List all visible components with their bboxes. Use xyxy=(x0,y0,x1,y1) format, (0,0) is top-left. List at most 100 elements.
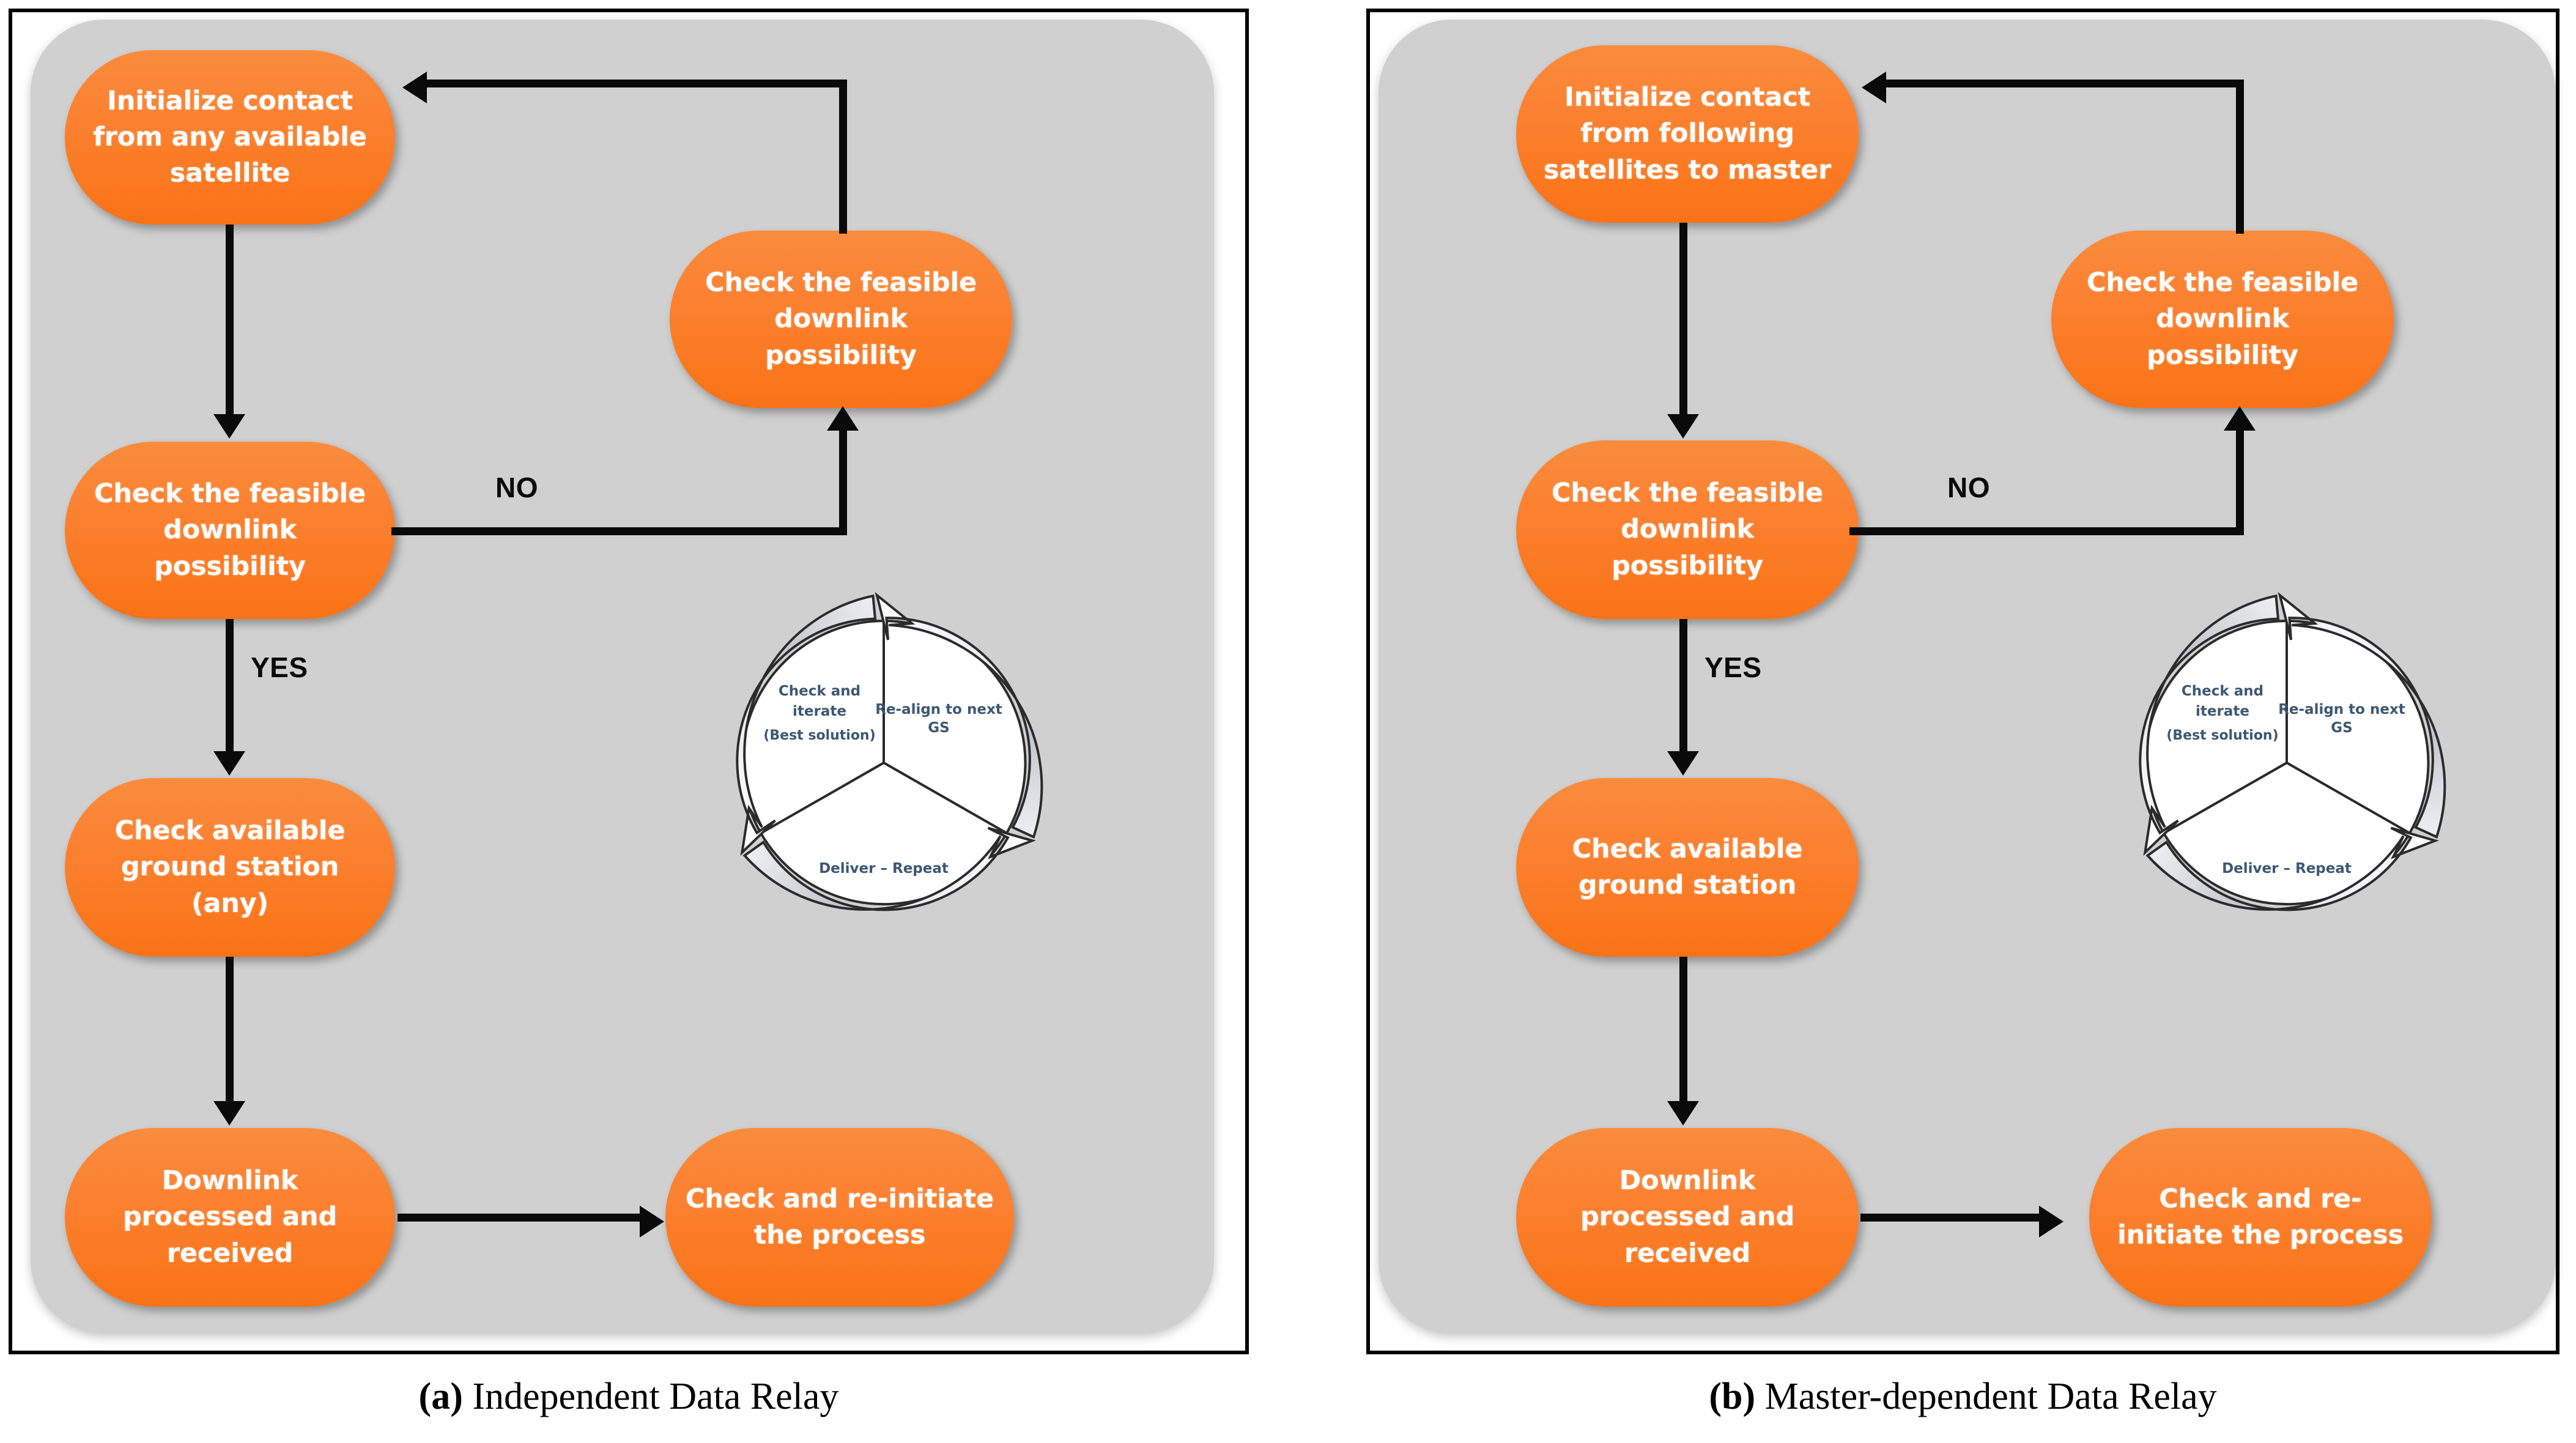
node-line: Check available xyxy=(1572,833,1803,864)
caption-b-text: Master-dependent Data Relay xyxy=(1755,1376,2217,1417)
arrowhead-down-init-check-b xyxy=(1667,414,1699,439)
caption-panel-a: (a) Independent Data Relay xyxy=(9,1375,1249,1419)
node-line: from any available xyxy=(93,121,367,152)
node-line: possibility xyxy=(1612,550,1763,581)
panel-a-canvas: Initialize contact from any available sa… xyxy=(31,20,1214,1334)
node-line: processed and xyxy=(122,1201,338,1233)
cycle-label-deliver-a: Deliver – Repeat xyxy=(819,861,949,877)
node-line: possibility xyxy=(2147,339,2298,371)
cycle-label-realign-b2: GS xyxy=(2331,720,2352,736)
node-line: Downlink xyxy=(161,1165,298,1196)
node-line: ground station xyxy=(120,851,339,883)
node-line: Check and re- xyxy=(2159,1183,2362,1214)
cycle-label-iterate-a1: Check and xyxy=(779,683,861,699)
connector-no-vertical-b xyxy=(2236,429,2244,531)
node-line: possibility xyxy=(765,339,917,371)
node-line: Check and re-initiate xyxy=(686,1183,994,1214)
connector-no-horizontal-a xyxy=(391,527,847,535)
node-initialize-contact-a[interactable]: Initialize contact from any available sa… xyxy=(65,50,395,224)
connector-downlink-to-reinit-b xyxy=(1860,1214,2041,1222)
node-downlink-processed-b[interactable]: Downlink processed and received xyxy=(1516,1128,1859,1307)
node-line: satellite xyxy=(169,158,291,189)
node-line: Check the feasible xyxy=(2087,267,2358,298)
node-line: possibility xyxy=(154,551,306,582)
node-check-feasible-downlink-main-a[interactable]: Check the feasible downlink possibility xyxy=(65,442,395,619)
cycle-label-iterate-a3: (Best solution) xyxy=(763,728,875,743)
connector-no-vertical-a xyxy=(839,429,847,531)
node-line: downlink xyxy=(2156,303,2289,335)
edge-label-yes-b: YES xyxy=(1704,651,1762,683)
connector-downlink-to-reinit-a xyxy=(398,1214,642,1222)
caption-a-text: Independent Data Relay xyxy=(462,1376,839,1417)
node-line: (any) xyxy=(191,888,268,919)
connector-retry-up-a xyxy=(839,80,847,234)
node-check-and-re-initiate-a[interactable]: Check and re-initiate the process xyxy=(665,1128,1014,1307)
node-line: from following xyxy=(1580,118,1794,149)
edge-label-no-b: NO xyxy=(1947,472,1990,503)
caption-b-label: (b) xyxy=(1709,1376,1756,1417)
connector-yes-vertical-a xyxy=(226,619,234,752)
connector-retry-up-b xyxy=(2236,80,2244,234)
node-line: Check the feasible xyxy=(705,267,977,298)
cycle-label-realign-b: Re-align to next xyxy=(2278,702,2405,718)
node-line: received xyxy=(1624,1237,1751,1269)
node-line: downlink xyxy=(163,514,297,546)
caption-a-label: (a) xyxy=(418,1376,463,1417)
node-check-available-ground-station-b[interactable]: Check available ground station xyxy=(1516,778,1859,957)
connector-retry-left-a xyxy=(427,80,847,87)
panel-a-independent-data-relay: Initialize contact from any available sa… xyxy=(9,9,1249,1354)
arrowhead-left-retry-a xyxy=(402,72,427,103)
node-line: the process xyxy=(753,1220,926,1250)
cycle-label-iterate-a2: iterate xyxy=(793,703,846,719)
node-check-and-re-initiate-b[interactable]: Check and re- initiate the process xyxy=(2089,1128,2432,1307)
node-check-available-ground-station-a[interactable]: Check available ground station (any) xyxy=(65,778,395,957)
caption-panel-b: (b) Master-dependent Data Relay xyxy=(1366,1375,2559,1419)
cycle-label-realign-a: Re-align to next xyxy=(875,702,1002,718)
node-downlink-processed-a[interactable]: Downlink processed and received xyxy=(65,1128,395,1307)
arrowhead-left-retry-b xyxy=(1862,72,1886,103)
node-initialize-contact-b[interactable]: Initialize contact from following satell… xyxy=(1516,45,1859,223)
connector-gs-to-downlink-b xyxy=(1679,957,1687,1102)
connector-init-to-check-b xyxy=(1679,223,1687,415)
node-line: Check the feasible xyxy=(1552,478,1823,508)
cycle-label-iterate-b3: (Best solution) xyxy=(2166,728,2278,743)
arrowhead-down-yes-a xyxy=(213,751,245,776)
edge-label-yes-a: YES xyxy=(251,651,308,683)
cycle-label-iterate-b1: Check and xyxy=(2182,683,2263,699)
cycle-label-realign-a2: GS xyxy=(928,720,949,736)
node-line: Downlink xyxy=(1619,1165,1756,1196)
panel-b-canvas: Initialize contact from following satell… xyxy=(1379,20,2556,1334)
arrowhead-up-no-b xyxy=(2224,406,2256,431)
cycle-wheel-b: Re-align to next GS Deliver – Repeat Che… xyxy=(2097,573,2476,952)
edge-label-no-a: NO xyxy=(495,472,538,503)
node-line: Initialize contact xyxy=(107,85,353,116)
node-line: satellites to master xyxy=(1543,154,1832,185)
arrowhead-down-init-check-a xyxy=(213,414,245,439)
node-line: processed and xyxy=(1580,1201,1795,1233)
arrowhead-down-yes-b xyxy=(1667,751,1699,776)
arrowhead-down-gs-downlink-b xyxy=(1667,1101,1699,1126)
node-line: Initialize contact xyxy=(1564,82,1810,113)
arrowhead-up-no-a xyxy=(827,406,859,431)
node-line: Check available xyxy=(114,815,346,846)
node-line: initiate the process xyxy=(2117,1220,2404,1250)
connector-yes-vertical-b xyxy=(1679,619,1687,752)
connector-no-horizontal-b xyxy=(1849,527,2244,535)
cycle-label-deliver-b: Deliver – Repeat xyxy=(2222,861,2352,877)
node-line: downlink xyxy=(774,303,908,335)
connector-retry-left-b xyxy=(1886,80,2244,87)
arrowhead-right-reinit-a xyxy=(640,1206,664,1237)
arrowhead-right-reinit-b xyxy=(2039,1206,2063,1237)
node-check-feasible-downlink-retry-b[interactable]: Check the feasible downlink possibility xyxy=(2051,231,2394,408)
arrowhead-down-gs-downlink-a xyxy=(213,1101,245,1126)
node-check-feasible-downlink-retry-a[interactable]: Check the feasible downlink possibility xyxy=(670,231,1012,408)
node-check-feasible-downlink-main-b[interactable]: Check the feasible downlink possibility xyxy=(1516,440,1859,619)
node-line: ground station xyxy=(1578,870,1797,900)
node-line: received xyxy=(166,1237,294,1269)
connector-init-to-check-a xyxy=(226,224,234,415)
node-line: Check the feasible xyxy=(94,478,366,509)
node-line: downlink xyxy=(1621,514,1754,545)
cycle-label-iterate-b2: iterate xyxy=(2196,703,2249,719)
panel-b-master-dependent-data-relay: Initialize contact from following satell… xyxy=(1366,9,2559,1354)
